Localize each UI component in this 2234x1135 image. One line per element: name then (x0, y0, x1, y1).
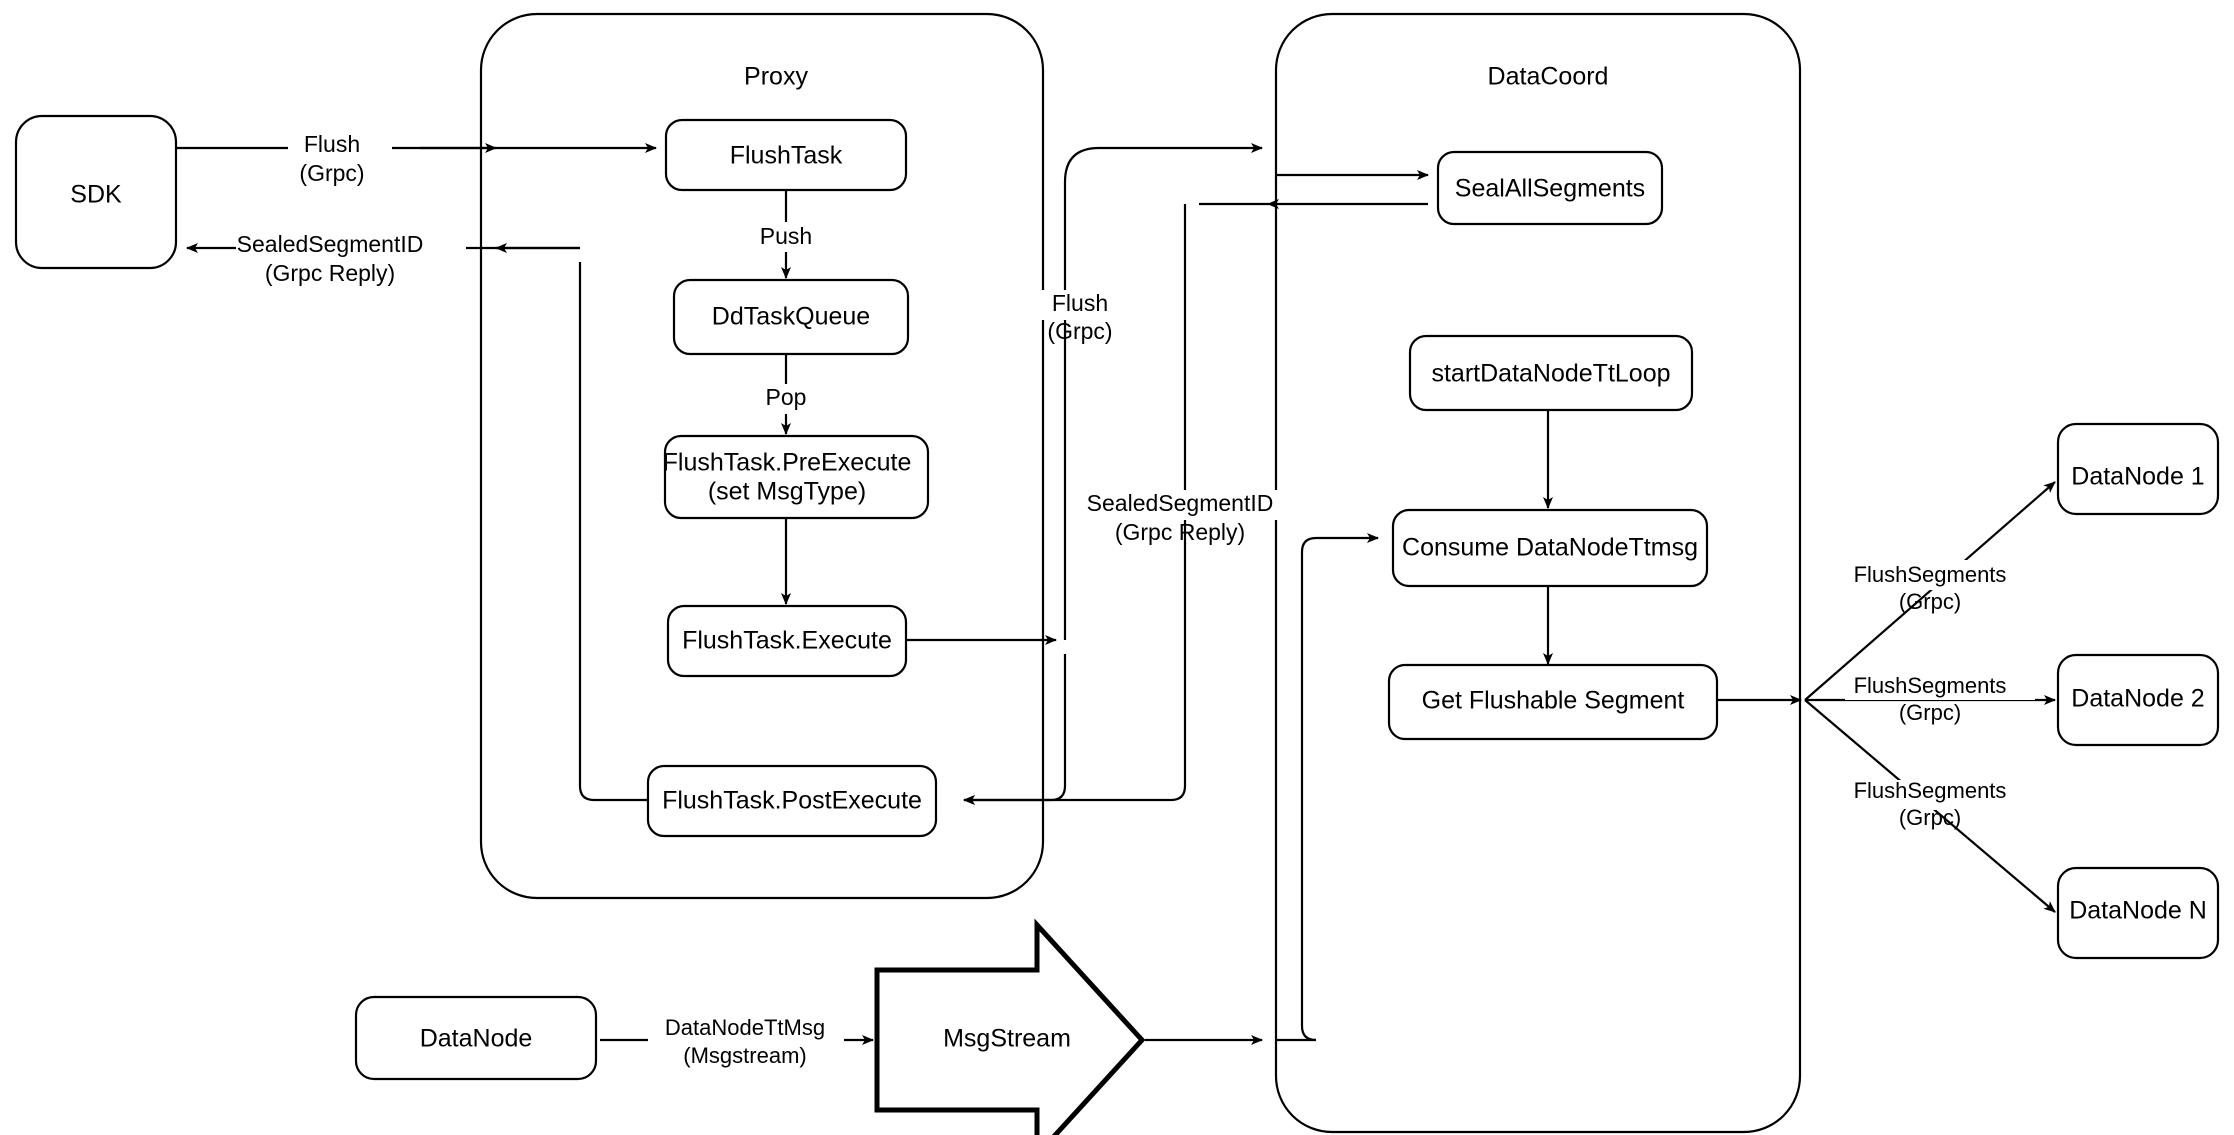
edge-label-flushsegments-1-line2: (Grpc) (1899, 589, 1961, 614)
edge-label-sdk-flush: Flush (Grpc) (288, 128, 392, 186)
flushtask-box[interactable] (664, 118, 908, 192)
edge-label-flushsegments-n: FlushSegments (Grpc) (1845, 778, 2035, 830)
node-flushtask-postexecute[interactable]: FlushTask.PostExecute (646, 764, 938, 838)
node-sealallsegments[interactable]: SealAllSegments (1436, 150, 1664, 226)
node-flushtask-preexecute[interactable]: FlushTask.PreExecute (set MsgType) (663, 434, 930, 520)
edge-label-flushsegments-2-line2: (Grpc) (1899, 700, 1961, 725)
edge-postexecute-to-reply-path (578, 262, 650, 802)
edge-label-flushsegments-2: FlushSegments (Grpc) (1845, 670, 2035, 725)
preexecute-label-line1: FlushTask.PreExecute (663, 449, 912, 477)
edge-label-coord-proxy-reply-line1: SealedSegmentID (1087, 490, 1274, 516)
edge-label-proxy-coord-flush: Flush (Grpc) (1020, 290, 1116, 344)
ddtaskqueue-box[interactable] (672, 278, 910, 356)
flushtask-label: FlushTask (730, 142, 843, 170)
node-msgstream[interactable]: MsgStream (874, 918, 1146, 1135)
ddtaskqueue-label: DdTaskQueue (712, 303, 870, 331)
node-datanode-n[interactable]: DataNode N (2056, 866, 2220, 960)
node-ddtaskqueue[interactable]: DdTaskQueue (672, 278, 910, 356)
datacoord-container-label: DataCoord (1488, 63, 1609, 91)
edge-label-coord-proxy-reply-line2: (Grpc Reply) (1115, 519, 1245, 545)
edge-label-sdk-flush-line1: Flush (304, 131, 360, 157)
msgstream-arrow-shape[interactable] (874, 918, 1146, 1135)
edge-label-push-text: Push (760, 223, 812, 249)
edge-label-flushsegments-1-line1: FlushSegments (1854, 562, 2007, 587)
preexecute-label-line2: (set MsgType) (708, 478, 866, 506)
edge-hub-to-datanode-1 (1804, 481, 2056, 701)
node-consume-datanode-ttmsg[interactable]: Consume DataNodeTtmsg (1391, 508, 1709, 588)
edge-label-sdk-reply: SealedSegmentID (Grpc Reply) (236, 230, 466, 286)
edge-label-datanode-ttmsg: DataNodeTtMsg (Msgstream) (648, 1015, 844, 1068)
sdk-label: SDK (70, 181, 122, 209)
consume-datanode-ttmsg-label: Consume DataNodeTtmsg (1402, 534, 1698, 562)
edge-flushchannel-to-postexecute (963, 654, 1067, 805)
edge-label-push: Push (748, 222, 824, 252)
datanode-2-box[interactable] (2056, 653, 2220, 747)
edge-label-flushsegments-n-line1: FlushSegments (1854, 778, 2007, 803)
edge-label-flushsegments-2-line1: FlushSegments (1854, 673, 2007, 698)
edge-label-flushsegments-n-line2: (Grpc) (1899, 805, 1961, 830)
get-flushable-segment-label: Get Flushable Segment (1422, 687, 1685, 715)
node-flushtask[interactable]: FlushTask (664, 118, 908, 192)
edge-label-sdk-flush-line2: (Grpc) (299, 160, 364, 186)
node-flushtask-execute[interactable]: FlushTask.Execute (666, 604, 908, 678)
node-get-flushable-segment[interactable]: Get Flushable Segment (1387, 663, 1719, 741)
datanode-n-box[interactable] (2056, 866, 2220, 960)
edge-label-proxy-coord-flush-line2: (Grpc) (1047, 318, 1112, 344)
datanode-n-label: DataNode N (2069, 897, 2207, 925)
datanode-1-label: DataNode 1 (2071, 463, 2204, 491)
consume-datanode-ttmsg-box[interactable] (1391, 508, 1709, 588)
proxy-container-label: Proxy (744, 63, 808, 91)
postexecute-box[interactable] (646, 764, 938, 838)
datanode-bottom-box[interactable] (354, 995, 598, 1081)
preexecute-box[interactable] (663, 434, 930, 520)
postexecute-label: FlushTask.PostExecute (662, 787, 922, 815)
datanode-bottom-label: DataNode (420, 1025, 533, 1053)
node-datanode-bottom[interactable]: DataNode (354, 995, 598, 1081)
sealallsegments-label: SealAllSegments (1455, 175, 1645, 203)
edge-reply-channel-to-postexecute (963, 204, 1187, 805)
execute-box[interactable] (666, 604, 908, 678)
node-sdk[interactable]: SDK (14, 114, 178, 270)
edge-label-proxy-coord-flush-line1: Flush (1052, 290, 1108, 316)
msgstream-label: MsgStream (943, 1025, 1071, 1053)
execute-label: FlushTask.Execute (682, 627, 892, 655)
edge-label-pop-text: Pop (766, 384, 807, 410)
sdk-box[interactable] (14, 114, 178, 270)
node-start-datanode-tt-loop[interactable]: startDataNodeTtLoop (1408, 334, 1694, 412)
edge-label-sdk-reply-line2: (Grpc Reply) (265, 260, 395, 286)
node-datanode-2[interactable]: DataNode 2 (2056, 653, 2220, 747)
datanode-1-box[interactable] (2056, 422, 2220, 516)
edge-label-flushsegments-1: FlushSegments (Grpc) (1845, 560, 2035, 614)
edge-label-sdk-reply-line1: SealedSegmentID (237, 231, 424, 257)
node-datanode-1[interactable]: DataNode 1 (2056, 422, 2220, 516)
edge-label-pop: Pop (752, 384, 820, 414)
edge-label-coord-proxy-reply: SealedSegmentID (Grpc Reply) (1087, 490, 1280, 545)
startdatanodettloop-box[interactable] (1408, 334, 1694, 412)
edge-label-datanode-ttmsg-line1: DataNodeTtMsg (665, 1015, 825, 1040)
sealallsegments-box[interactable] (1436, 150, 1664, 226)
startdatanodettloop-label: startDataNodeTtLoop (1431, 360, 1670, 388)
edge-flushchannel-to-datacoord (1063, 143, 1263, 640)
edge-label-datanode-ttmsg-line2: (Msgstream) (683, 1043, 806, 1068)
edge-datacoord-riser-to-consume (1300, 533, 1379, 1042)
get-flushable-segment-box[interactable] (1387, 663, 1719, 741)
datanode-2-label: DataNode 2 (2071, 685, 2204, 713)
